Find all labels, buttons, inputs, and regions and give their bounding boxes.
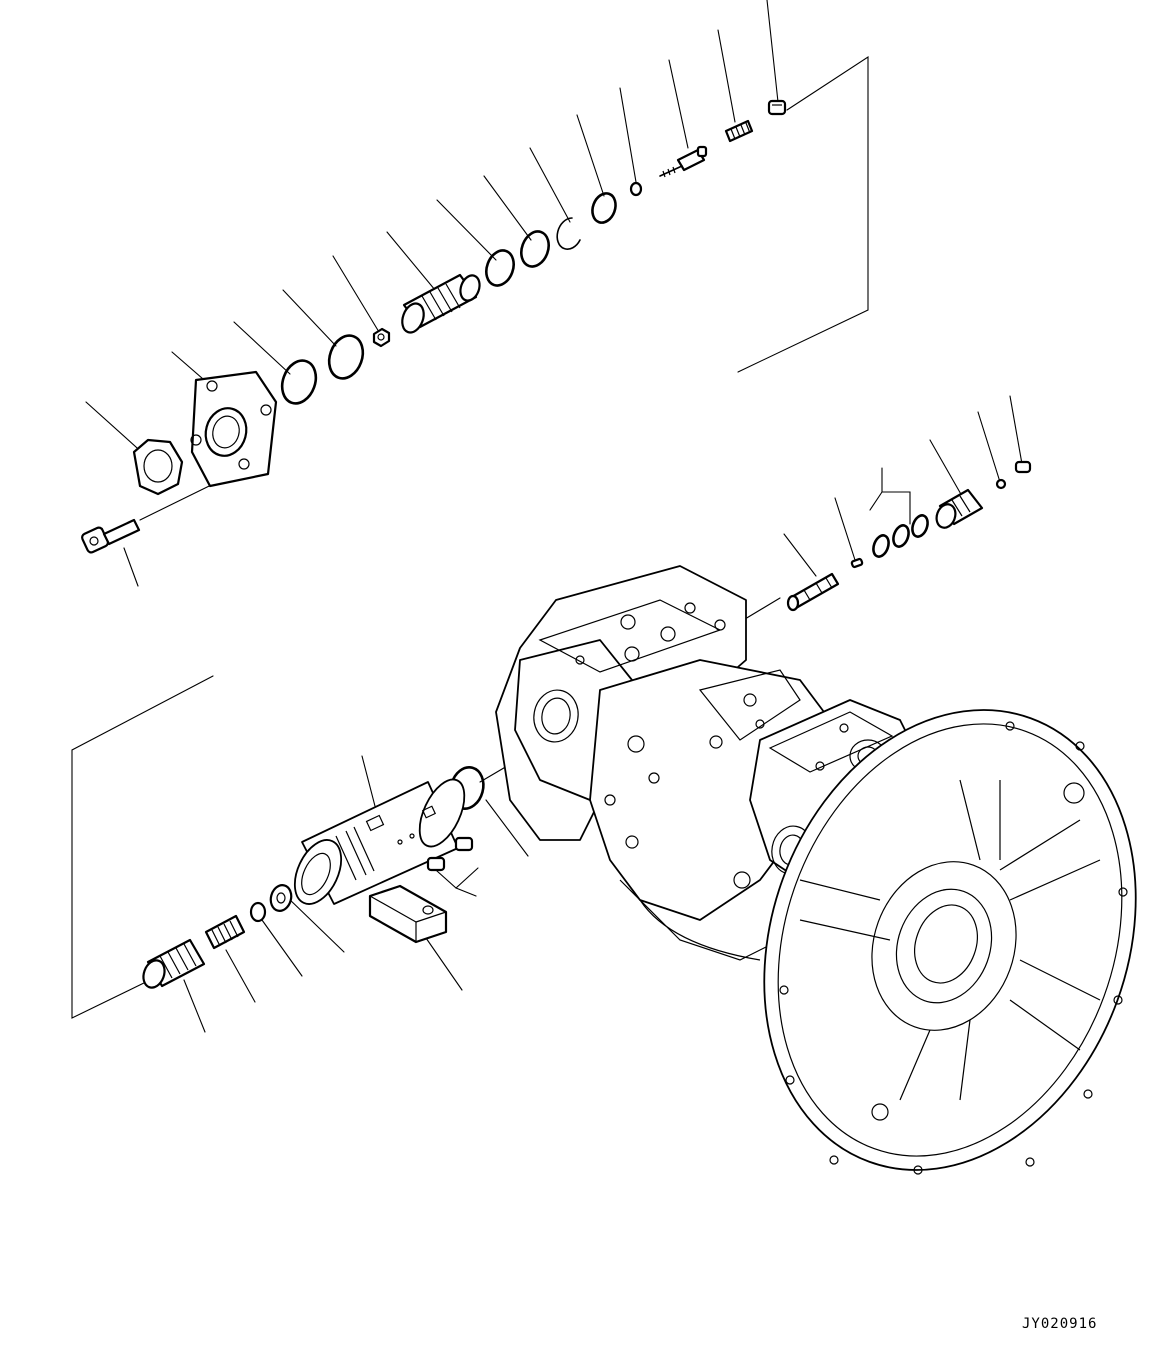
o-ring-icon xyxy=(591,192,617,224)
plug-right-icon xyxy=(935,488,984,529)
pin-right-icon xyxy=(850,557,864,569)
servo-cylinder-icon xyxy=(293,778,466,905)
stopper-icon xyxy=(249,901,267,923)
screw-right-icon xyxy=(1014,460,1032,474)
sleeve-icon xyxy=(401,273,481,334)
lower-group-bracket xyxy=(71,675,214,1019)
nut-small-icon xyxy=(372,327,391,348)
snap-ring-icon xyxy=(556,217,581,250)
spring-top-icon xyxy=(724,119,754,143)
flange-icon xyxy=(190,370,278,488)
hex-nut-icon xyxy=(132,438,184,496)
upper-group-bracket xyxy=(737,55,869,373)
o-ring-icon xyxy=(327,334,365,380)
ball-icon xyxy=(629,181,643,197)
washer-icon xyxy=(269,884,293,912)
o-ring-icon xyxy=(520,230,550,268)
piston-pin-icon xyxy=(659,145,708,178)
ball-right-icon xyxy=(995,478,1007,490)
hydraulic-pump-icon xyxy=(495,565,1137,1175)
bolt-icon xyxy=(81,518,141,554)
spring-lower-icon xyxy=(204,914,246,950)
o-ring-icon xyxy=(280,359,318,405)
block-icon xyxy=(368,884,448,944)
drawing-reference-code: JY020916 xyxy=(1022,1316,1098,1332)
o-ring-icon xyxy=(485,249,515,287)
leader-lines-lower xyxy=(183,395,1023,1033)
plugs-lower-icon xyxy=(426,836,474,872)
plug-top-icon xyxy=(767,99,787,116)
spring-outer-icon xyxy=(142,938,206,989)
spool-icon xyxy=(786,572,840,612)
seal-rings-icon xyxy=(872,514,929,558)
